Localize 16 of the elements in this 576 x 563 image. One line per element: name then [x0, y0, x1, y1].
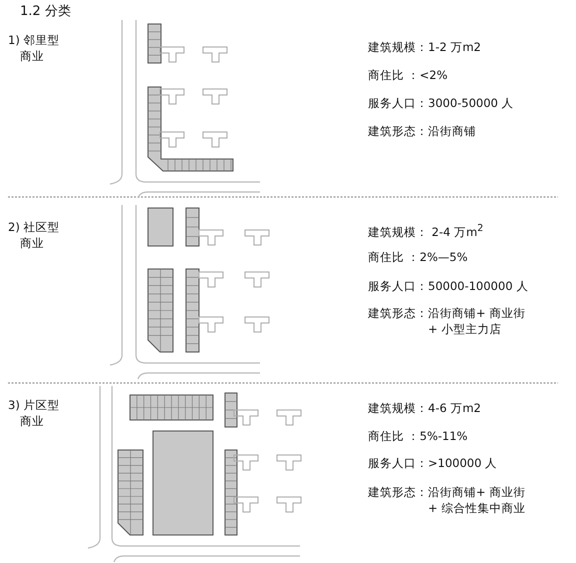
- spec-text: 商住比 ：<2%: [368, 67, 448, 83]
- category-heading: 3) 片区型商业: [8, 397, 60, 429]
- section-title: 1.2 分类: [20, 4, 71, 20]
- category-heading: 2) 社区型商业: [8, 219, 60, 251]
- spec-text: 建筑规模： 2-4 万m$^{2}$: [368, 222, 484, 240]
- spec-text: 服务人口：>100000 人: [368, 455, 498, 471]
- spec-text: 建筑形态：沿街商铺+ 商业街 + 小型主力店: [368, 305, 526, 337]
- spec-text: 建筑形态：沿街商铺+ 商业街 + 综合性集中商业: [368, 484, 526, 516]
- spec-text: 商住比 ：5%-11%: [368, 428, 468, 444]
- spec-text: 商住比 ：2%—5%: [368, 249, 468, 265]
- spec-text: 服务人口：50000-100000 人: [368, 278, 528, 294]
- category-heading: 1) 邻里型商业: [8, 32, 60, 64]
- spec-text: 建筑规模：1-2 万m2: [368, 39, 481, 55]
- spec-text: 建筑规模：4-6 万m2: [368, 400, 481, 416]
- spec-text: 服务人口：3000-50000 人: [368, 95, 514, 111]
- spec-text: 建筑形态：沿街商铺: [368, 123, 477, 139]
